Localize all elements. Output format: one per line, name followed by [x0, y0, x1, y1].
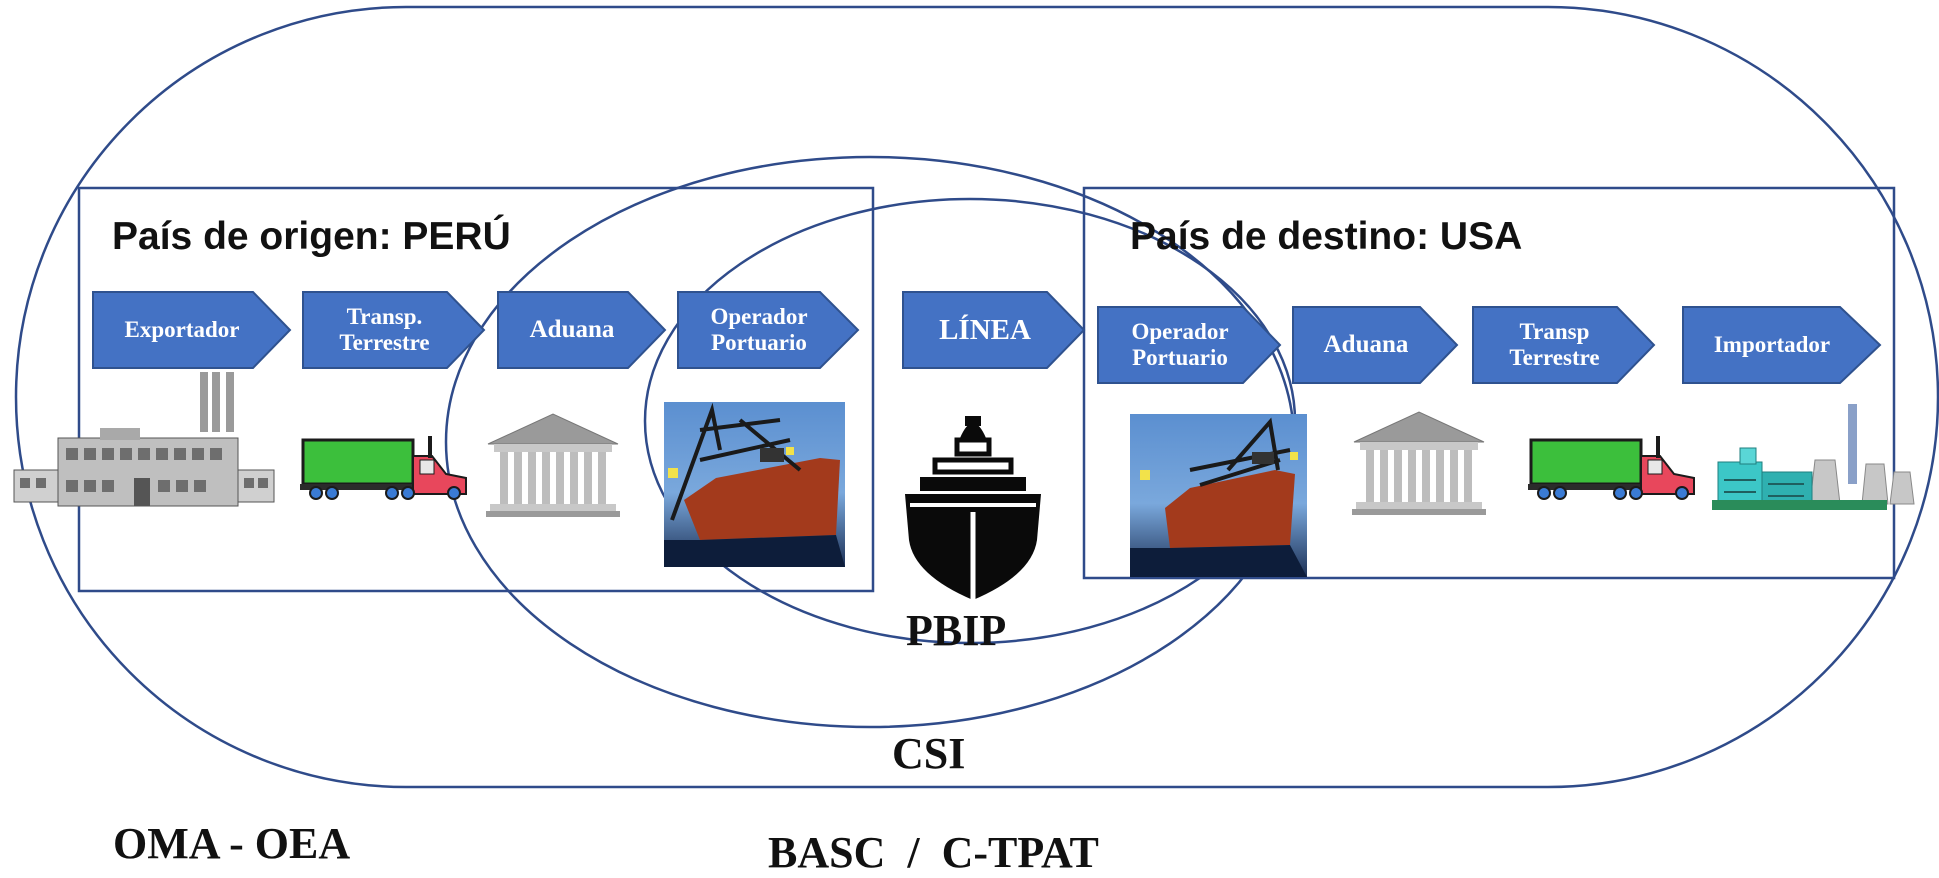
flow-label-transp-terrestre-origin: Transp. Terrestre — [339, 304, 430, 355]
customs-building-icon — [1352, 411, 1486, 515]
arrow-aduana-destination — [1292, 306, 1459, 384]
arrow-linea — [902, 291, 1086, 369]
arrow-aduana-origin — [497, 291, 667, 369]
arrow-transp-terrestre-origin — [302, 291, 486, 369]
destination-country-box — [1082, 186, 1896, 580]
destination-country-title: País de destino: USA — [1130, 215, 1523, 258]
port-crane-ship-icon — [664, 402, 845, 567]
port-crane-ship-icon — [1130, 414, 1307, 577]
arrow-exportador — [92, 291, 292, 369]
ship-icon — [905, 416, 1041, 600]
flow-label-importador: Importador — [1713, 332, 1831, 358]
flow-label-exportador: Exportador — [124, 317, 240, 343]
origin-country-title: País de origen: PERÚ — [112, 215, 511, 258]
flow-label-aduana-origin: Aduana — [529, 316, 615, 343]
flow-label-transp-terrestre-destination: Transp Terrestre — [1509, 319, 1600, 370]
truck-icon — [1528, 436, 1695, 500]
flow-arrows — [92, 291, 1882, 384]
arrow-operador-portuario-destination — [1097, 306, 1282, 384]
industrial-plant-icon — [1712, 404, 1915, 510]
flow-label-linea: LÍNEA — [939, 313, 1031, 346]
factory-icon — [13, 372, 275, 507]
flow-label-operador-portuario-destination: Operador Portuario — [1131, 319, 1229, 370]
truck-icon — [300, 436, 467, 500]
origin-country-box — [77, 186, 875, 593]
csi-label: CSI — [892, 729, 966, 778]
flow-label-operador-portuario-origin: Operador Portuario — [710, 304, 808, 355]
basc-ctpat-label: BASC / C-TPAT — [768, 828, 1099, 877]
customs-building-icon — [486, 413, 620, 517]
pbip-label: PBIP — [906, 606, 1007, 655]
flow-label-aduana-destination: Aduana — [1323, 331, 1409, 358]
arrow-importador — [1682, 306, 1882, 384]
arrow-operador-portuario-origin — [677, 291, 860, 369]
arrow-transp-terrestre-destination — [1472, 306, 1656, 384]
oma-oea-label: OMA - OEA — [113, 819, 351, 868]
oma-oea-boundary — [14, 5, 1939, 789]
